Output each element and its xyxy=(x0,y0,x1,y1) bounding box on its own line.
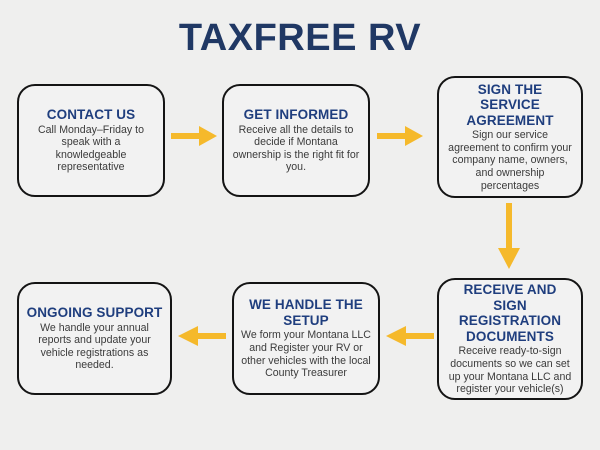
flow-step-body: We form your Montana LLC and Register yo… xyxy=(241,329,371,380)
flow-step-heading: GET INFORMED xyxy=(243,107,349,123)
arrow-right-icon xyxy=(171,125,217,147)
flow-step-body: We handle your annual reports and update… xyxy=(38,321,151,372)
flow-step-receive-sign-registration-documents[interactable]: RECEIVE AND SIGN REGISTRATION DOCUMENTS … xyxy=(437,278,583,400)
flow-step-ongoing-support[interactable]: ONGOING SUPPORT We handle your annual re… xyxy=(17,282,172,395)
flow-step-body: Sign our service agreement to confirm yo… xyxy=(448,129,572,192)
flow-step-heading: CONTACT US xyxy=(46,107,136,123)
flow-step-we-handle-the-setup[interactable]: WE HANDLE THE SETUP We form your Montana… xyxy=(232,282,380,395)
arrow-left-icon xyxy=(386,325,434,347)
page-title: TAXFREE RV xyxy=(178,17,422,59)
flow-step-heading: ONGOING SUPPORT xyxy=(26,305,163,321)
flow-step-get-informed[interactable]: GET INFORMED Receive all the details to … xyxy=(222,84,370,197)
arrow-left-icon xyxy=(178,325,226,347)
flow-step-body: Receive ready-to-sign documents so we ca… xyxy=(448,345,572,396)
flow-step-body: Call Monday–Friday to speak with a knowl… xyxy=(38,123,144,174)
arrow-down-icon xyxy=(497,203,521,269)
flow-step-contact-us[interactable]: CONTACT US Call Monday–Friday to speak w… xyxy=(17,84,165,197)
flow-step-body: Receive all the details to decide if Mon… xyxy=(232,123,360,174)
flow-step-heading: WE HANDLE THE SETUP xyxy=(249,297,363,328)
flow-step-sign-service-agreement[interactable]: SIGN THE SERVICE AGREEMENT Sign our serv… xyxy=(437,76,583,198)
flow-step-heading: RECEIVE AND SIGN REGISTRATION DOCUMENTS xyxy=(458,282,562,344)
flow-step-heading: SIGN THE SERVICE AGREEMENT xyxy=(466,81,554,128)
arrow-right-icon xyxy=(377,125,423,147)
